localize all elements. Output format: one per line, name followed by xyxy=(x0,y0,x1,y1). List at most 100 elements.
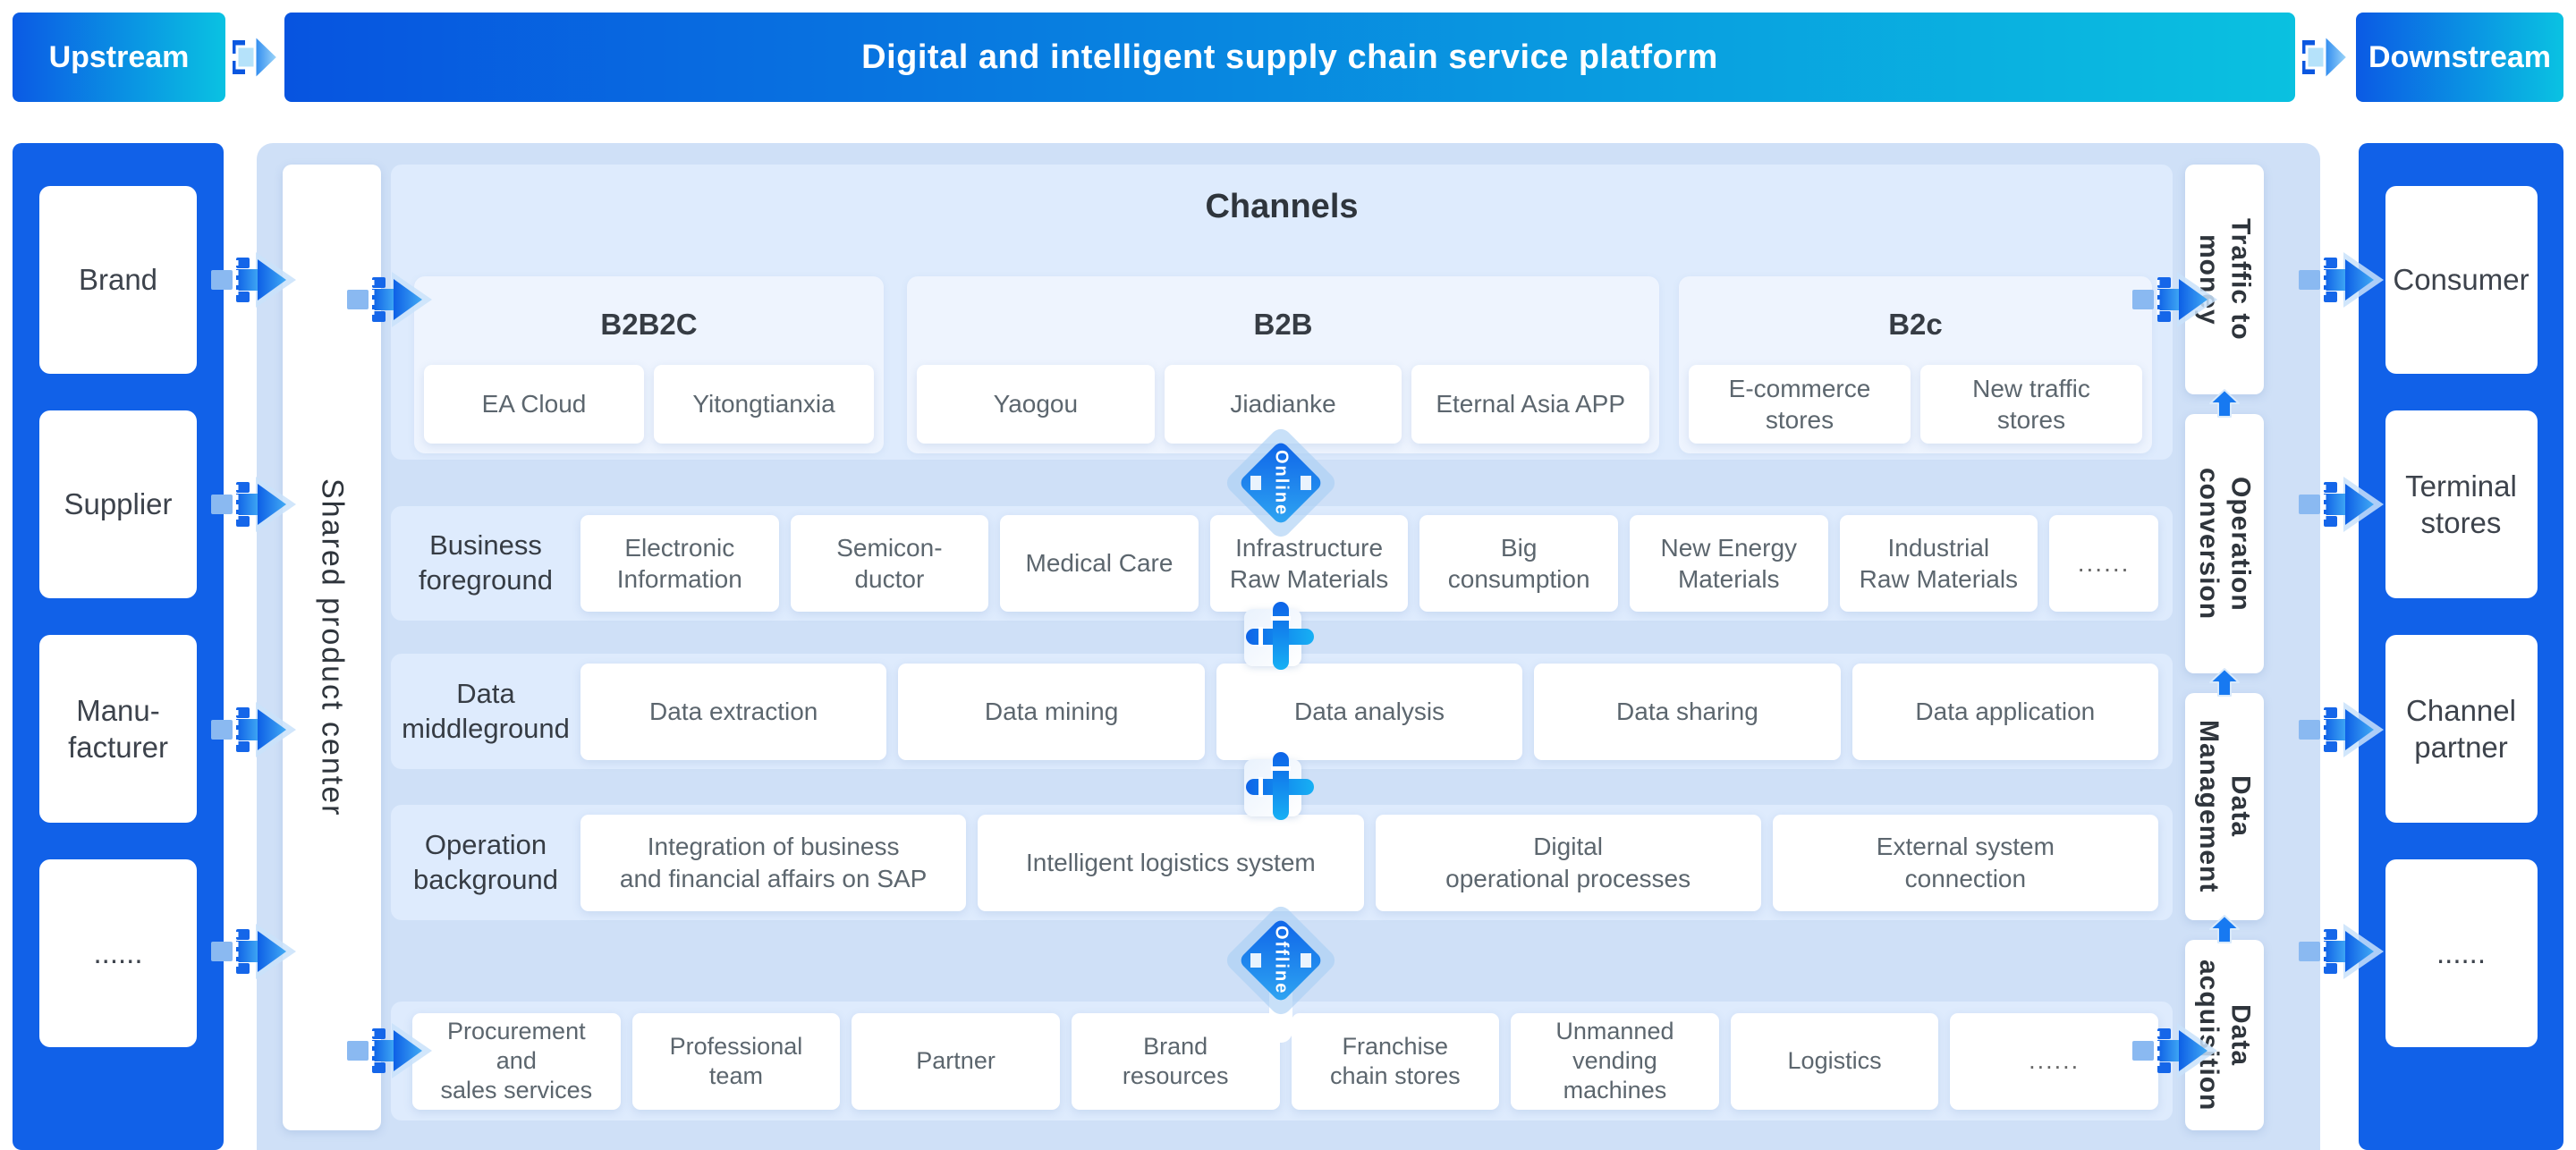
flow-arrow-icon xyxy=(2132,1022,2218,1079)
flow-arrow-icon xyxy=(211,476,297,533)
flow-arrow-icon xyxy=(211,251,297,309)
card-professional-team: Professional team xyxy=(631,1012,841,1110)
card-data-analysis: Data analysis xyxy=(1216,663,1523,760)
offline-connector-label: Offline xyxy=(1271,926,1292,995)
row-cards: Procurement and sales services Professio… xyxy=(412,1010,2158,1112)
group-cards: E-commerce stores New traffic stores xyxy=(1689,365,2142,444)
card-sap-integration: Integration of business and financial af… xyxy=(580,814,967,911)
card-resources-others: ...... xyxy=(1950,1012,2158,1110)
channel-card-yitongtianxia: Yitongtianxia xyxy=(654,365,874,444)
row-operation-background: Operation background Integration of busi… xyxy=(391,805,2173,920)
downstream-label: Downstream xyxy=(2368,39,2552,74)
channel-card-new-traffic-stores: New traffic stores xyxy=(1920,365,2142,444)
group-label-b2c: B2c xyxy=(1888,307,1943,341)
row-cards: Integration of business and financial af… xyxy=(580,814,2158,911)
row-cards: Electronic Information Semicon- ductor M… xyxy=(580,515,2159,612)
card-data-extraction: Data extraction xyxy=(580,663,887,760)
channel-group-b2c: B2c E-commerce stores New traffic stores xyxy=(1679,276,2152,453)
flow-arrow-icon xyxy=(347,1022,433,1079)
row-business-foreground: Business foreground Electronic Informati… xyxy=(391,506,2173,621)
flow-arrow-icon xyxy=(2299,476,2385,533)
flow-arrow-icon xyxy=(211,923,297,980)
up-arrow-icon xyxy=(2207,388,2242,419)
value-chain-traffic-to-money: Traffic to money xyxy=(2185,165,2264,394)
up-arrow-icon xyxy=(2207,667,2242,698)
plus-connector-icon xyxy=(1232,588,1330,686)
card-procurement-sales-services: Procurement and sales services xyxy=(412,1012,621,1110)
card-infrastructure-raw-materials: Infrastructure Raw Materials xyxy=(1209,515,1409,612)
flow-arrow-icon xyxy=(211,701,297,758)
platform-title-bar: Digital and intelligent supply chain ser… xyxy=(284,13,2295,102)
upstream-label: Upstream xyxy=(48,39,190,74)
row-cards: Data extraction Data mining Data analysi… xyxy=(580,663,2159,760)
shared-product-center-box: Shared product center xyxy=(283,165,381,1130)
upstream-item-brand: Brand xyxy=(39,186,197,374)
downstream-panel: Consumer Terminal stores Channel partner… xyxy=(2359,143,2563,1150)
downstream-item-others: ...... xyxy=(2385,859,2538,1047)
group-label-b2b: B2B xyxy=(1253,307,1313,341)
channel-card-yaogou: Yaogou xyxy=(917,365,1155,444)
channels-title: Channels xyxy=(1205,188,1359,225)
value-chain-label: Data Management xyxy=(2194,720,2256,893)
channel-card-ea-cloud: EA Cloud xyxy=(424,365,644,444)
plus-connector-icon xyxy=(1232,738,1330,836)
up-arrow-icon xyxy=(2207,914,2242,944)
card-data-mining: Data mining xyxy=(898,663,1205,760)
upstream-arrow-icon xyxy=(231,29,281,86)
value-chain-label: Data acquisition xyxy=(2194,959,2256,1112)
card-electronic-information: Electronic Information xyxy=(580,515,779,612)
card-business-others: ...... xyxy=(2049,515,2159,612)
row-data-middleground: Data middleground Data extraction Data m… xyxy=(391,654,2173,769)
card-big-consumption: Big consumption xyxy=(1419,515,1618,612)
platform-title: Digital and intelligent supply chain ser… xyxy=(861,38,1718,76)
downstream-item-terminal-stores: Terminal stores xyxy=(2385,410,2538,598)
offline-connector-icon: Offline xyxy=(1222,901,1340,1019)
shared-product-center-label: Shared product center xyxy=(315,478,350,817)
upstream-item-others: ...... xyxy=(39,859,197,1047)
value-chain-label: Operation conversion xyxy=(2194,467,2256,621)
card-unmanned-vending-machines: Unmanned vending machines xyxy=(1511,1012,1719,1110)
group-cards: Yaogou Jiadianke Eternal Asia APP xyxy=(917,365,1650,444)
card-data-sharing: Data sharing xyxy=(1534,663,1841,760)
group-cards: EA Cloud Yitongtianxia xyxy=(424,365,874,444)
flow-arrow-icon xyxy=(2299,251,2385,309)
channel-group-b2b: B2B Yaogou Jiadianke Eternal Asia APP xyxy=(907,276,1659,453)
upstream-item-supplier: Supplier xyxy=(39,410,197,598)
upstream-badge: Upstream xyxy=(13,13,225,102)
channel-group-b2b2c: B2B2C EA Cloud Yitongtianxia xyxy=(414,276,884,453)
flow-arrow-icon xyxy=(2299,701,2385,758)
flow-arrow-icon xyxy=(347,271,433,328)
upstream-item-manufacturer: Manu- facturer xyxy=(39,635,197,823)
card-franchise-chain-stores: Franchise chain stores xyxy=(1291,1012,1500,1110)
card-medical-care: Medical Care xyxy=(1000,515,1199,612)
row-label-data-middleground: Data middleground xyxy=(402,677,570,744)
downstream-badge: Downstream xyxy=(2356,13,2563,102)
downstream-item-channel-partner: Channel partner xyxy=(2385,635,2538,823)
row-label-operation-background: Operation background xyxy=(412,828,558,895)
downstream-item-consumer: Consumer xyxy=(2385,186,2538,374)
card-digital-operational-processes: Digital operational processes xyxy=(1375,814,1761,911)
flow-arrow-icon xyxy=(2132,271,2218,328)
online-connector-label: Online xyxy=(1271,449,1292,517)
channels-section: Channels B2B2C EA Cloud Yitongtianxia B2… xyxy=(391,165,2173,460)
value-chain-data-acquisition: Data acquisition xyxy=(2185,940,2264,1130)
card-semiconductor: Semicon- ductor xyxy=(790,515,989,612)
row-label-business-foreground: Business foreground xyxy=(419,529,553,596)
card-new-energy-materials: New Energy Materials xyxy=(1629,515,1828,612)
card-data-application: Data application xyxy=(1852,663,2159,760)
card-external-system-connection: External system connection xyxy=(1772,814,2158,911)
channel-card-ecommerce-stores: E-commerce stores xyxy=(1689,365,1911,444)
upstream-panel: Brand Supplier Manu- facturer ...... xyxy=(13,143,224,1150)
group-label-b2b2c: B2B2C xyxy=(600,307,698,341)
card-industrial-raw-materials: Industrial Raw Materials xyxy=(1839,515,2038,612)
card-brand-resources: Brand resources xyxy=(1071,1012,1280,1110)
value-chain-data-management: Data Management xyxy=(2185,693,2264,920)
flow-arrow-icon xyxy=(2299,923,2385,980)
downstream-arrow-icon xyxy=(2301,29,2351,86)
card-logistics: Logistics xyxy=(1730,1012,1939,1110)
card-intelligent-logistics-system: Intelligent logistics system xyxy=(978,814,1364,911)
channel-card-eternal-asia-app: Eternal Asia APP xyxy=(1411,365,1650,444)
value-chain-operation-conversion: Operation conversion xyxy=(2185,414,2264,673)
card-partner: Partner xyxy=(852,1012,1060,1110)
